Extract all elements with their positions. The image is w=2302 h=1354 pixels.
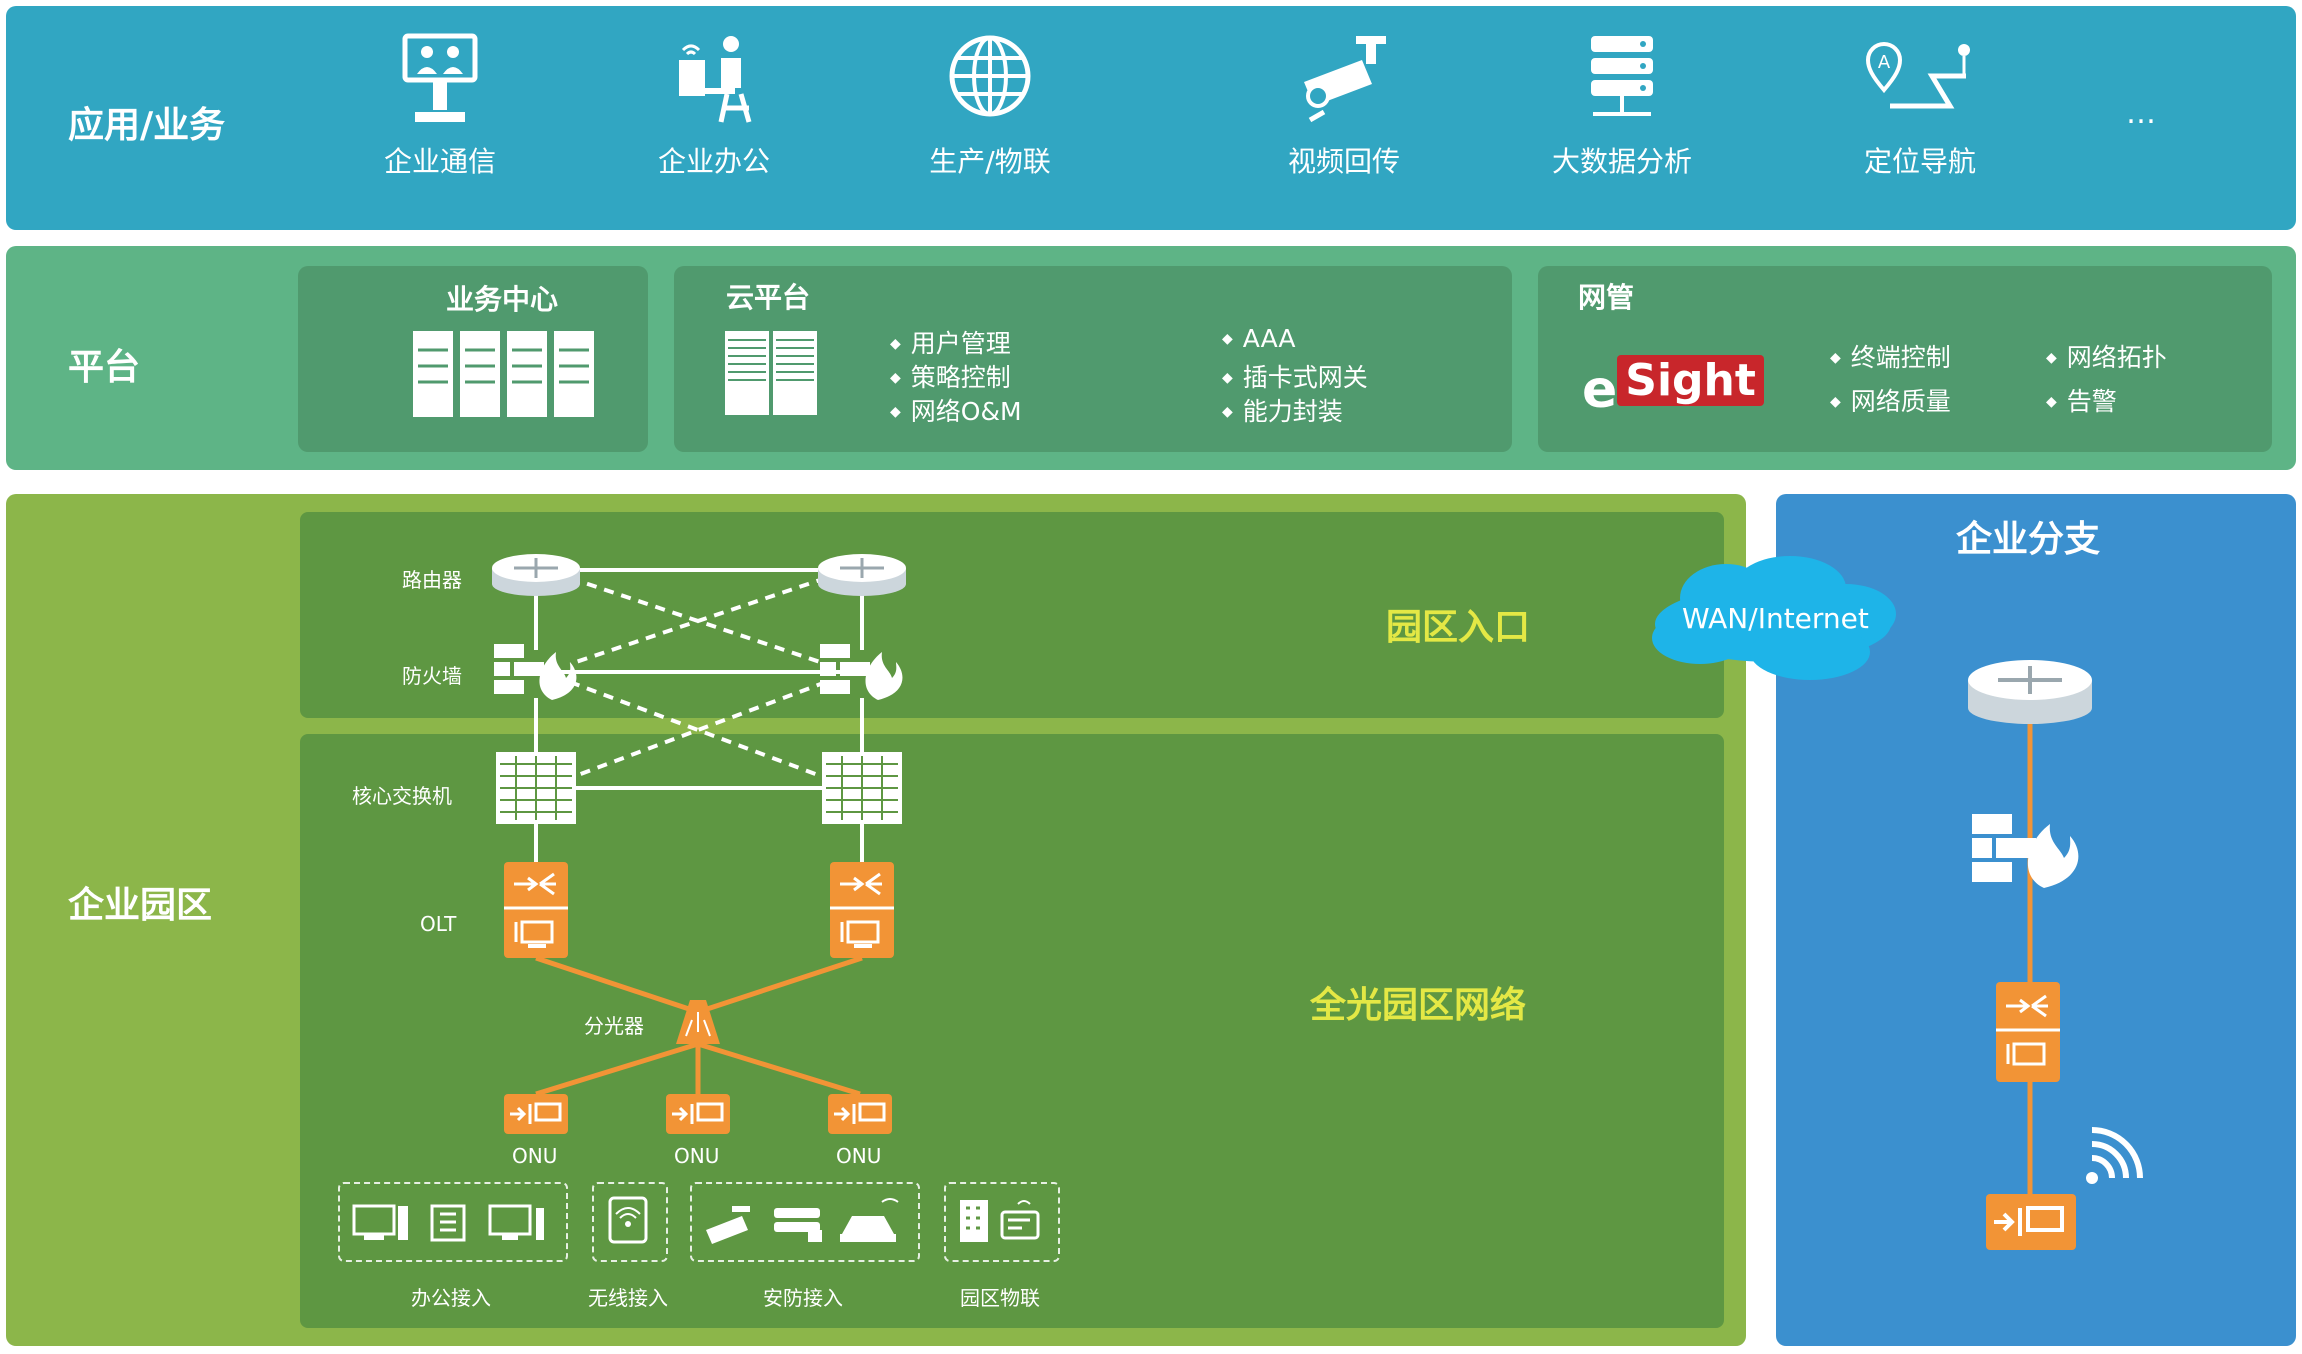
app-label: 生产/物联 [929, 145, 1051, 178]
app-label: 企业通信 [383, 145, 496, 178]
cloud-feature: AAA [1222, 324, 1296, 353]
campus-iot-group [944, 1182, 1060, 1262]
office-access-label: 办公接入 [411, 1286, 491, 1310]
splitter-icon [676, 1000, 720, 1044]
app-label: 大数据分析 [1551, 145, 1692, 178]
router-label: 路由器 [402, 568, 462, 592]
onu-icon [828, 1094, 892, 1134]
olt-icon [1996, 982, 2060, 1082]
splitter-label: 分光器 [584, 1014, 644, 1038]
cloud-server-icon [724, 330, 818, 417]
app-label: 视频回传 [1287, 145, 1400, 178]
wan-cloud-icon [1652, 556, 1896, 680]
wireless-ap-icon [608, 1196, 648, 1244]
server-rack-icon [412, 330, 596, 419]
olt-icon [504, 862, 568, 958]
firewall-icon [1972, 814, 2079, 888]
olt-label: OLT [420, 912, 457, 936]
server-stack-icon [1591, 36, 1653, 116]
network-zone-label: 全光园区网络 [1310, 985, 1527, 1026]
globe-icon [949, 35, 1031, 117]
esight-logo-sight: Sight [1617, 355, 1764, 406]
nms-feature: 网络质量 [1830, 382, 1951, 418]
olt-icon [830, 862, 894, 958]
cloud-feature: 插卡式网关 [1222, 358, 1368, 394]
branch-title: 企业分支 [1956, 519, 2101, 560]
iot-devices-icon [960, 1200, 1040, 1242]
cloud-feature: 网络O&M [890, 392, 1022, 428]
app-item-office: 企业办公 [614, 30, 814, 180]
nms-feature: 网络拓扑 [2046, 338, 2167, 374]
application-layer-title: 应用/业务 [68, 105, 226, 146]
wireless-access-group [592, 1182, 668, 1262]
office-access-group [338, 1182, 568, 1262]
nms-feature: 告警 [2046, 382, 2117, 418]
office-devices-icon [352, 1204, 544, 1242]
campus-title: 企业园区 [68, 885, 213, 926]
onu-label: ONU [674, 1144, 720, 1168]
video-conference-icon [402, 33, 478, 122]
nms-feature: 终端控制 [1830, 338, 1951, 374]
cloud-feature: 能力封装 [1222, 392, 1343, 428]
onu-icon [504, 1094, 568, 1134]
branch-topology [1968, 660, 2143, 1250]
security-access-label: 安防接入 [763, 1286, 843, 1310]
svg-text:A: A [1878, 52, 1891, 73]
cloud-feature: 用户管理 [890, 324, 1011, 360]
campus-iot-label: 园区物联 [960, 1286, 1040, 1310]
wireless-access-label: 无线接入 [588, 1286, 668, 1310]
core-switch-icon [822, 752, 902, 824]
surveillance-camera-icon [1304, 36, 1386, 123]
application-layer [6, 6, 2296, 230]
wan-label: WAN/Internet [1682, 602, 1869, 635]
core-switch-label: 核心交换机 [352, 784, 452, 808]
app-item-positioning-navigation: A 定位导航 [1820, 30, 2020, 180]
firewall-label: 防火墙 [402, 664, 462, 688]
cloud-platform-title: 云平台 [726, 281, 811, 314]
onu-icon [666, 1094, 730, 1134]
entry-zone-label: 园区入口 [1386, 607, 1531, 648]
location-route-icon: A [1865, 42, 1970, 109]
network-management-title: 网管 [1578, 281, 1635, 314]
app-item-big-data: 大数据分析 [1522, 30, 1722, 180]
router-icon [1968, 660, 2092, 724]
router-icon [492, 554, 580, 596]
security-access-group [690, 1182, 920, 1262]
firewall-icon [494, 644, 577, 700]
office-worker-icon [679, 36, 752, 123]
firewall-icon [820, 644, 903, 700]
onu-label: ONU [512, 1144, 558, 1168]
app-item-communication: 企业通信 [340, 30, 540, 180]
router-icon [818, 554, 906, 596]
core-switch-icon [496, 752, 576, 824]
wifi-signal-icon [2086, 1127, 2143, 1184]
security-devices-icon [706, 1198, 899, 1244]
onu-icon [1986, 1194, 2076, 1250]
app-item-video-backhaul: 视频回传 [1244, 30, 1444, 180]
esight-logo-e: e [1582, 360, 1618, 420]
onu-label: ONU [836, 1144, 882, 1168]
app-label: 定位导航 [1863, 145, 1976, 178]
app-item-production-iot: 生产/物联 [890, 30, 1090, 180]
campus-topology [492, 554, 906, 1134]
more-apps-ellipsis: … [2126, 96, 2156, 131]
cloud-feature: 策略控制 [890, 358, 1011, 394]
business-center-title: 业务中心 [446, 283, 559, 316]
platform-layer-title: 平台 [68, 347, 141, 388]
app-label: 企业办公 [657, 145, 770, 178]
